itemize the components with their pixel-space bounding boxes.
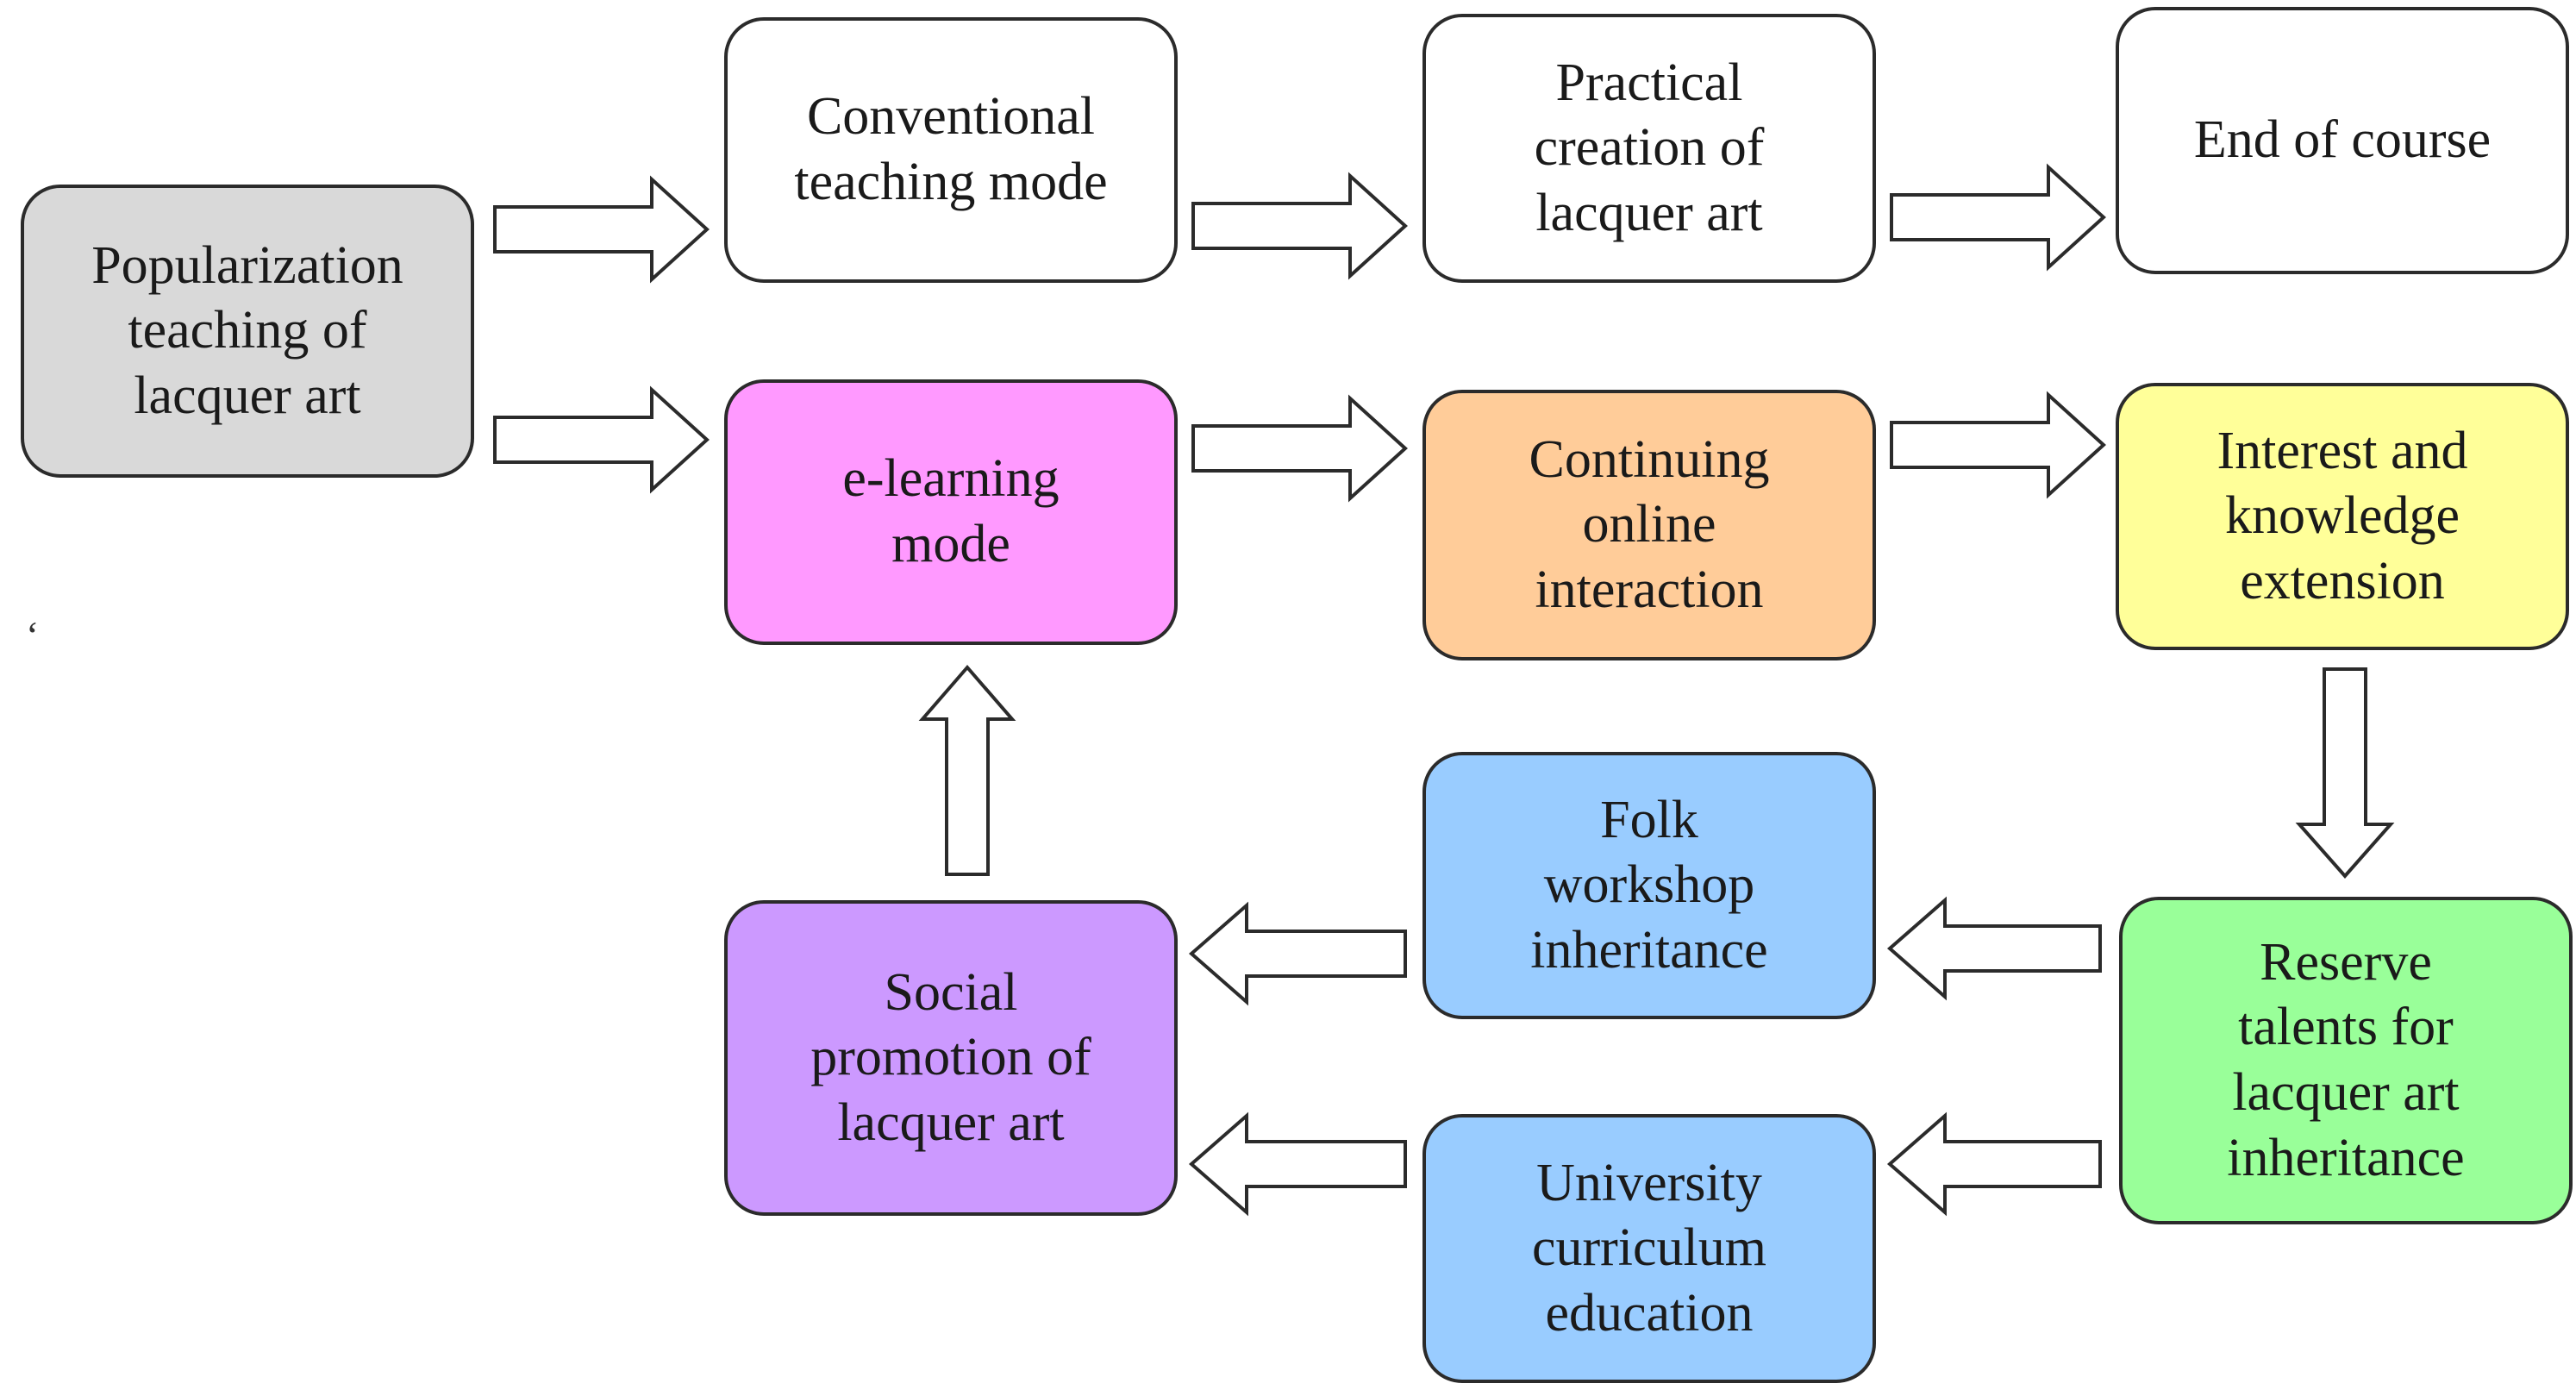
node-folk-workshop-inheritance-label: Folk workshop inheritance: [1530, 790, 1768, 980]
node-popularization-teaching-label: Popularization teaching of lacquer art: [91, 235, 403, 425]
node-e-learning-mode: e-learning mode: [724, 379, 1178, 645]
node-reserve-talents: Reserve talents for lacquer art inherita…: [2119, 897, 2573, 1224]
arrow-reserve-to-folk: [1886, 896, 2102, 1001]
arrow-practical-to-end: [1890, 163, 2106, 272]
arrow-elearning-to-continuing: [1191, 394, 1408, 503]
node-continuing-online-interaction: Continuing online interaction: [1422, 390, 1876, 660]
arrow-continuing-to-interest: [1890, 391, 2106, 499]
arrow-popularization-to-elearning: [493, 385, 710, 494]
node-popularization-teaching: Popularization teaching of lacquer art: [21, 185, 474, 478]
node-interest-knowledge-extension-label: Interest and knowledge extension: [2216, 421, 2468, 610]
node-end-of-course-label: End of course: [2193, 110, 2492, 170]
arrow-university-to-social: [1188, 1111, 1407, 1217]
node-reserve-talents-label: Reserve talents for lacquer art inherita…: [2227, 932, 2465, 1187]
node-interest-knowledge-extension: Interest and knowledge extension: [2116, 383, 2569, 650]
node-folk-workshop-inheritance: Folk workshop inheritance: [1422, 752, 1876, 1019]
node-social-promotion-label: Social promotion of lacquer art: [810, 962, 1091, 1152]
arrow-reserve-to-university: [1886, 1111, 2102, 1217]
arrow-folk-to-social: [1188, 901, 1407, 1006]
node-practical-creation: Practical creation of lacquer art: [1422, 14, 1876, 283]
node-conventional-teaching-mode-label: Conventional teaching mode: [794, 87, 1108, 211]
node-practical-creation-label: Practical creation of lacquer art: [1534, 53, 1765, 242]
node-social-promotion: Social promotion of lacquer art: [724, 900, 1178, 1216]
node-end-of-course: End of course: [2116, 7, 2569, 274]
node-university-curriculum-education: University curriculum education: [1422, 1114, 1876, 1383]
node-university-curriculum-education-label: University curriculum education: [1531, 1153, 1766, 1343]
node-continuing-online-interaction-label: Continuing online interaction: [1529, 429, 1770, 619]
arrow-social-to-elearning: [918, 664, 1016, 876]
node-conventional-teaching-mode: Conventional teaching mode: [724, 17, 1178, 283]
stray-mark: ‘: [26, 613, 40, 657]
arrow-popularization-to-conventional: [493, 175, 710, 284]
node-e-learning-mode-label: e-learning mode: [842, 449, 1060, 573]
arrow-conventional-to-practical: [1191, 172, 1408, 280]
arrow-interest-to-reserve: [2295, 667, 2395, 880]
